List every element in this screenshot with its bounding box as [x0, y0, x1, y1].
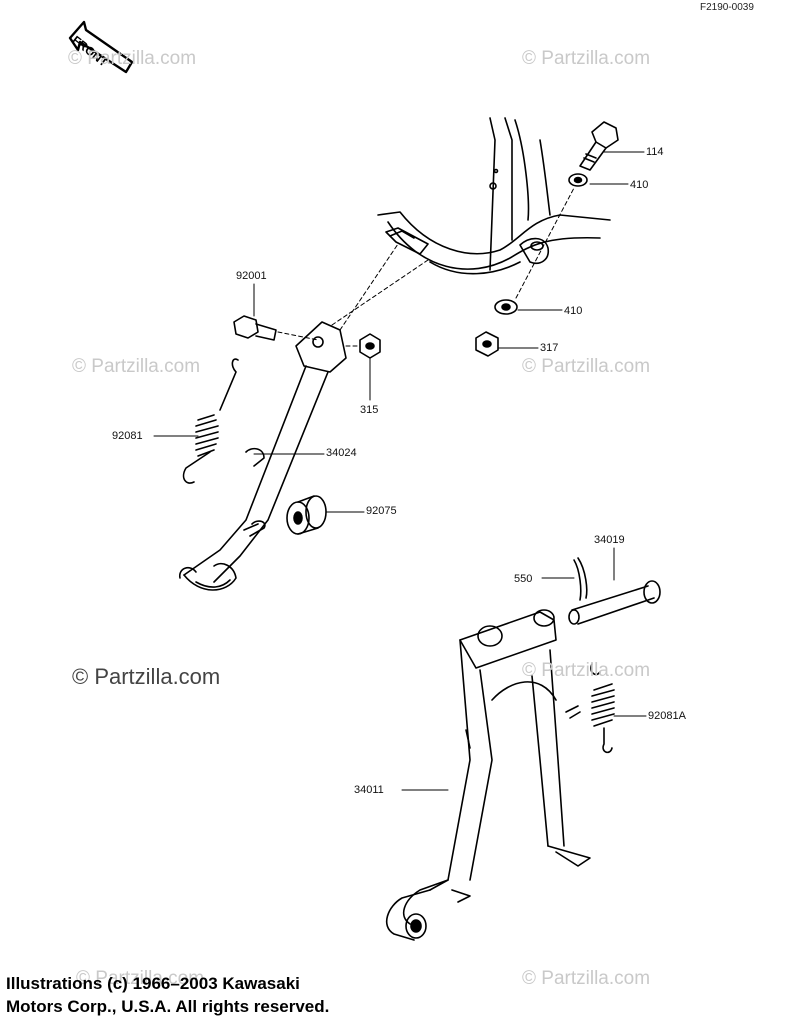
- bolt-114: [579, 121, 619, 171]
- watermark: © Partzilla.com: [68, 48, 197, 69]
- watermark: © Partzilla.com: [76, 968, 205, 989]
- roller-92075: [286, 495, 327, 535]
- shaft-34019: [568, 580, 661, 625]
- nut-315: [359, 333, 381, 359]
- washer-410-lower: [494, 299, 518, 315]
- part-label-34024: 34024: [326, 447, 357, 459]
- part-label-92081: 92081: [112, 430, 143, 442]
- watermark: © Partzilla.com: [522, 660, 651, 681]
- assembly-lines: [277, 187, 575, 347]
- part-label-315: 315: [360, 404, 379, 416]
- part-label-34011: 34011: [354, 784, 384, 796]
- copyright-notice: Illustrations (c) 1966–2003 Kawasaki Mot…: [6, 972, 329, 1018]
- part-label-92001: 92001: [236, 270, 267, 282]
- center-stand-34011: [385, 609, 591, 941]
- front-arrow-icon: [68, 20, 134, 74]
- part-label-92081a: 92081A: [648, 710, 686, 722]
- copyright-line-1: Illustrations (c) 1966–2003 Kawasaki: [6, 974, 300, 993]
- part-label-114: 114: [646, 146, 664, 158]
- figure-code: F2190-0039: [700, 2, 754, 13]
- pin-550: [573, 557, 588, 601]
- side-stand-34024: [179, 321, 347, 591]
- watermark: © Partzilla.com: [522, 968, 651, 989]
- part-label-34019: 34019: [594, 534, 625, 546]
- part-label-410-upper: 410: [630, 179, 649, 191]
- watermark: © Partzilla.com: [72, 664, 221, 689]
- watermark: © Partzilla.com: [522, 48, 651, 69]
- part-label-317: 317: [540, 342, 559, 354]
- nut-317: [475, 331, 499, 357]
- part-label-92075: 92075: [366, 505, 397, 517]
- watermark: © Partzilla.com: [72, 356, 201, 377]
- spring-92081: [182, 358, 239, 484]
- part-label-550: 550: [514, 573, 533, 585]
- bolt-92001: [233, 315, 277, 341]
- watermark: © Partzilla.com: [522, 356, 651, 377]
- copyright-line-2: Motors Corp., U.S.A. All rights reserved…: [6, 997, 330, 1016]
- frame-section: [377, 117, 611, 275]
- washer-410-upper: [568, 173, 588, 187]
- leader-lines: [153, 151, 647, 791]
- spring-92081a: [590, 663, 615, 754]
- part-label-410-lower: 410: [564, 305, 583, 317]
